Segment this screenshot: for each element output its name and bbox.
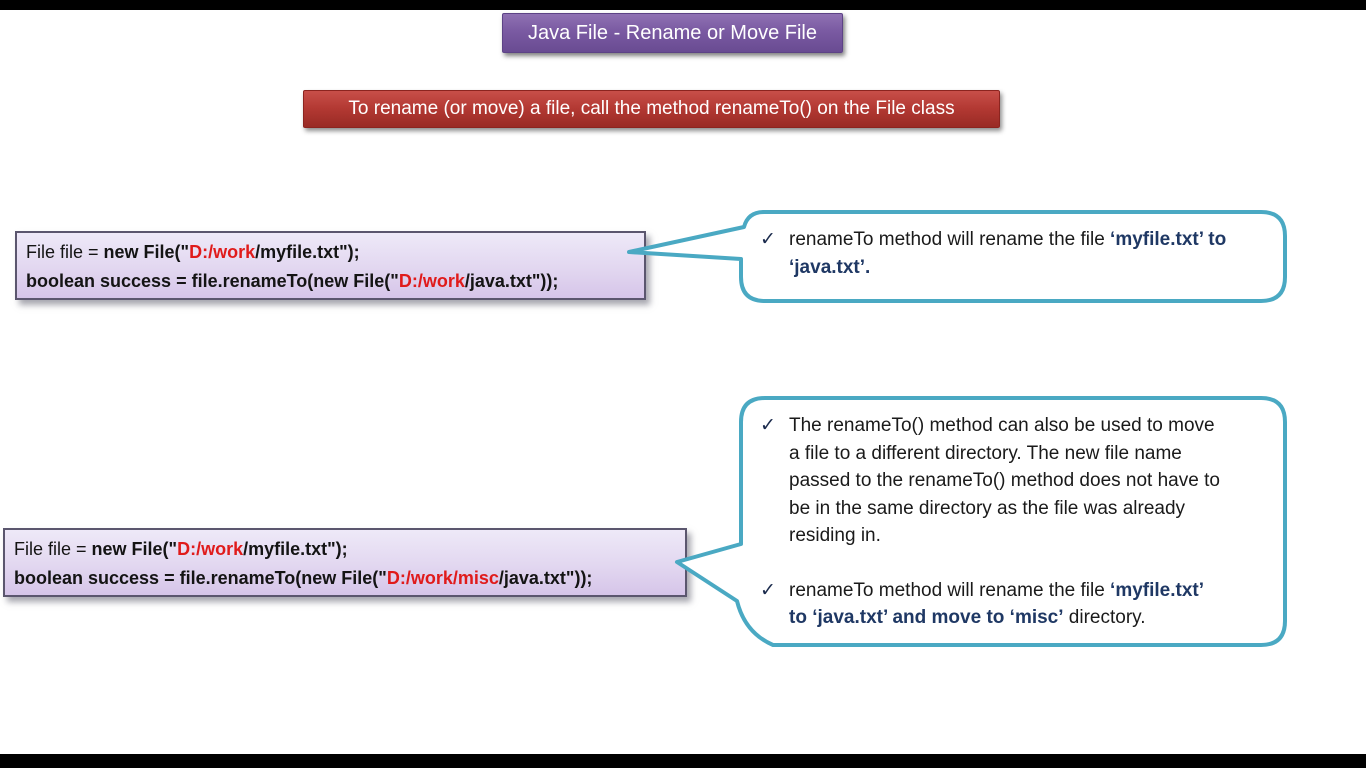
bullet-item: ✓ The renameTo() method can also be used… — [758, 412, 1221, 550]
bullet-item: ✓ renameTo method will rename the file ‘… — [758, 577, 1221, 632]
checkmark-icon: ✓ — [760, 579, 776, 601]
bullet-item: ✓ renameTo method will rename the file ‘… — [758, 226, 1250, 281]
checkmark-icon: ✓ — [760, 229, 776, 250]
subtitle-box: To rename (or move) a file, call the met… — [303, 90, 1000, 128]
callout-bubble-1-outline — [627, 210, 1287, 303]
title-box: Java File - Rename or Move File — [502, 13, 843, 53]
code-box-move: File file = new File("D:/work/myfile.txt… — [3, 528, 687, 597]
code-box-rename: File file = new File("D:/work/myfile.txt… — [15, 231, 646, 300]
page-title: Java File - Rename or Move File — [528, 21, 817, 44]
code-line: boolean success = file.renameTo(new File… — [26, 271, 559, 291]
bullet-text: The renameTo() method can also be used t… — [789, 415, 1220, 546]
code-line: File file = new File("D:/work/myfile.txt… — [14, 539, 348, 559]
code-line: File file = new File("D:/work/myfile.txt… — [26, 242, 360, 262]
bullet-text: renameTo method will rename the file ‘my… — [789, 229, 1227, 278]
code-line: boolean success = file.renameTo(new File… — [14, 568, 593, 588]
letterbox-bottom-bar — [0, 754, 1366, 768]
bullet-text: renameTo method will rename the file ‘my… — [789, 579, 1203, 629]
callout-bubble-1: ✓ renameTo method will rename the file ‘… — [758, 226, 1250, 281]
checkmark-icon: ✓ — [760, 415, 776, 436]
callout-bubble-2: ✓ The renameTo() method can also be used… — [758, 412, 1221, 632]
callout-bubble-2-outline — [675, 396, 1287, 647]
letterbox-top-bar — [0, 0, 1366, 10]
subtitle-text: To rename (or move) a file, call the met… — [348, 98, 955, 119]
